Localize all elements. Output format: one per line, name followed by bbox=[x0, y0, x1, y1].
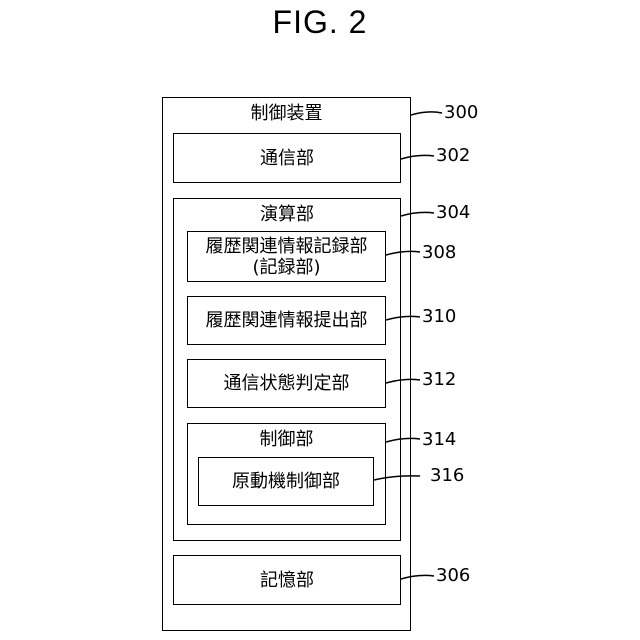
ref-310: 310 bbox=[422, 307, 456, 327]
ref-304: 304 bbox=[436, 203, 470, 223]
leader-line-312 bbox=[386, 379, 420, 383]
ref-306: 306 bbox=[436, 566, 470, 586]
leader-line-304 bbox=[401, 212, 434, 216]
ref-312: 312 bbox=[422, 370, 456, 390]
leader-line-308 bbox=[386, 251, 420, 255]
ref-314: 314 bbox=[422, 430, 456, 450]
leader-line-302 bbox=[401, 155, 434, 159]
leader-line-316 bbox=[374, 476, 420, 480]
leader-line-306 bbox=[401, 575, 434, 579]
ref-302: 302 bbox=[436, 146, 470, 166]
leader-line-300 bbox=[411, 112, 442, 115]
ref-316: 316 bbox=[430, 466, 464, 486]
leader-line-314 bbox=[386, 438, 420, 442]
ref-300: 300 bbox=[444, 103, 478, 123]
ref-308: 308 bbox=[422, 243, 456, 263]
leader-line-310 bbox=[386, 316, 420, 320]
